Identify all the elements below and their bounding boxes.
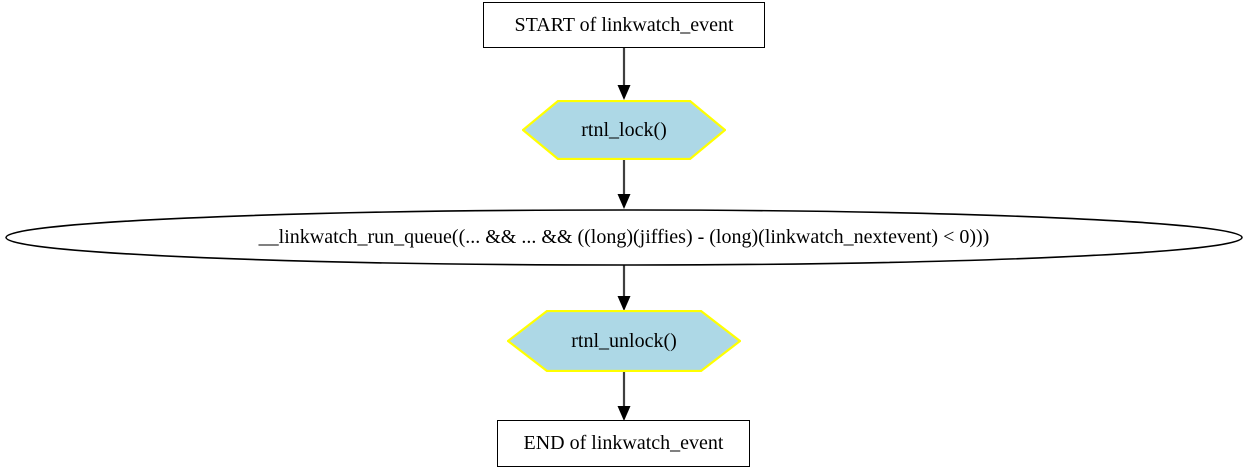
node-rtnl-unlock[interactable] (507, 310, 741, 372)
node-end[interactable] (497, 420, 750, 467)
node-start[interactable] (483, 2, 765, 48)
node-linkwatch-run-queue[interactable] (5, 209, 1243, 266)
node-rtnl-lock[interactable] (522, 100, 726, 160)
edge-start-to-rtnl-lock (604, 46, 644, 102)
edge-rtnl-lock-to-run-queue (604, 158, 644, 212)
edge-rtnl-unlock-to-end (604, 370, 644, 424)
edge-run-queue-to-rtnl-unlock (604, 264, 644, 314)
